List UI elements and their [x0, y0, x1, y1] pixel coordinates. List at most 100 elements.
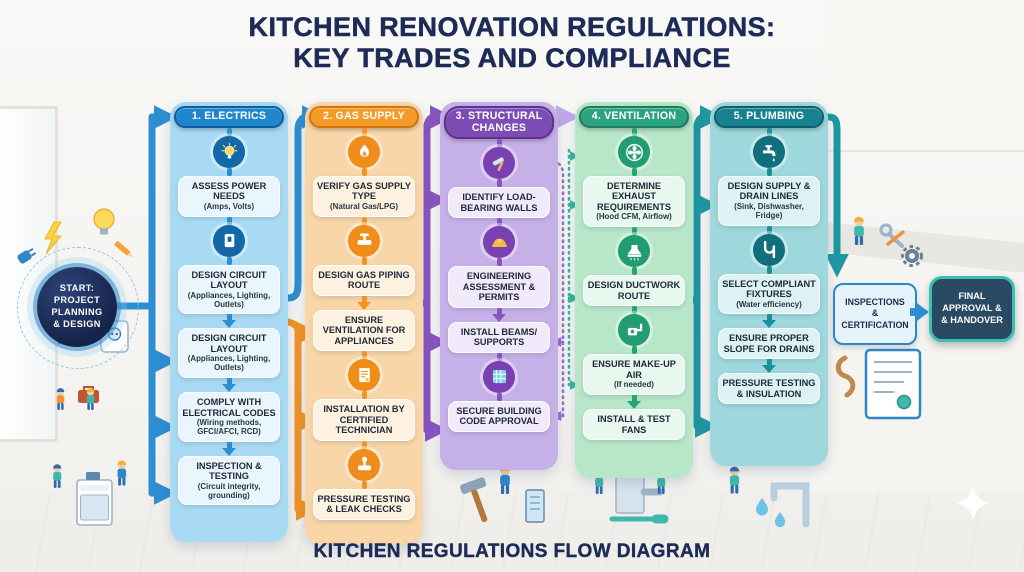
step-subtitle: (Circuit integrity, grounding)	[197, 481, 261, 500]
column-header-gas-supply: 2. GAS SUPPLY	[309, 106, 419, 128]
connector-line	[361, 256, 367, 265]
step-box: ENSURE VENTILATION FOR APPLIANCES	[313, 309, 415, 352]
gas-connectors	[284, 318, 320, 521]
start-line: PLANNING	[51, 307, 103, 317]
step-box: PRESSURE TESTING & INSULATION	[718, 373, 820, 405]
title-line-2: KEY TRADES AND COMPLIANCE	[293, 42, 731, 73]
connector-line	[766, 168, 772, 176]
structural-connectors	[419, 105, 454, 442]
connector-line	[496, 218, 502, 227]
column-header-ventilation: 4. VENTILATION	[579, 106, 689, 128]
hardhat-icon	[483, 226, 515, 259]
step-subtitle: (Sink, Dishwasher, Fridge)	[734, 201, 804, 220]
step-title: COMPLY WITH ELECTRICAL CODES	[182, 397, 276, 418]
connector-arrow	[357, 295, 371, 310]
kitchen-counter	[803, 220, 1024, 274]
step-title: DESIGN DUCTWORK ROUTE	[587, 280, 681, 301]
column-gas-supply: 2. GAS SUPPLY VERIFY GAS SUPPLY TYPE(Natu…	[305, 102, 423, 544]
step-title: VERIFY GAS SUPPLY TYPE	[317, 181, 411, 202]
step-title: DESIGN GAS PIPING ROUTE	[318, 269, 410, 291]
step-title: SECURE BUILDING CODE APPROVAL	[456, 405, 542, 427]
certificate-icon	[348, 359, 380, 392]
connector-line	[361, 440, 367, 449]
connector-line	[226, 256, 232, 265]
final-line: APPROVAL &	[942, 303, 1002, 314]
flame-icon	[348, 136, 380, 168]
switch-icon	[213, 224, 245, 257]
connector-line	[496, 139, 502, 148]
bulb-icon	[93, 208, 115, 235]
worker-illustration	[53, 464, 62, 488]
connector-line	[496, 258, 502, 267]
step-box: INSPECTION & TESTING(Circuit integrity, …	[178, 455, 280, 506]
connector-line	[226, 168, 232, 176]
connector-arrow	[762, 314, 776, 329]
step-title: ENGINEERING ASSESSMENT & PERMITS	[462, 271, 536, 303]
fan-icon	[618, 136, 650, 168]
connector-line	[631, 128, 637, 136]
step-box: ENSURE MAKE-UP AIR(If needed)	[583, 354, 685, 396]
column-ventilation: 4. VENTILATION DETERMINE EXHAUST REQUIREM…	[575, 102, 693, 478]
step-title: ENSURE MAKE-UP AIR	[592, 359, 676, 380]
pencil-icon	[114, 241, 133, 258]
step-title: INSPECTION & TESTING	[196, 460, 262, 482]
connector-arrow	[222, 314, 236, 329]
step-subtitle: (Amps, Volts)	[203, 201, 255, 211]
start-line: START:	[59, 283, 95, 294]
step-title: INSTALL & TEST FANS	[597, 414, 671, 435]
worker-illustration	[729, 466, 740, 494]
inspections-line: &	[871, 308, 879, 319]
step-title: PRESSURE TESTING & INSULATION	[722, 378, 816, 399]
step-box: ENGINEERING ASSESSMENT & PERMITS	[448, 266, 550, 308]
hood-icon	[618, 235, 650, 268]
step-title: DETERMINE EXHAUST REQUIREMENTS	[596, 181, 672, 212]
step-subtitle: (Appliances, Lighting, Outlets)	[187, 290, 271, 309]
connector-line	[766, 265, 772, 274]
worker-illustration	[86, 388, 95, 410]
connector-arrow	[492, 307, 506, 322]
step-title: ASSESS POWER NEEDS	[191, 181, 267, 202]
kitchen-upper-cabinet	[824, 0, 1024, 152]
pressure-valve-icon	[348, 448, 380, 481]
duct-icon	[618, 314, 650, 347]
connector-line	[361, 128, 367, 136]
step-subtitle: (Water efficiency)	[736, 299, 802, 309]
step-title: ENSURE VENTILATION FOR APPLIANCES	[322, 314, 406, 346]
connector-line	[766, 225, 772, 234]
step-title: SELECT COMPLIANT FIXTURES	[722, 278, 816, 300]
step-title: INSTALL BEAMS/ SUPPORTS	[460, 326, 538, 348]
start-node-ring	[17, 247, 139, 369]
step-box: COMPLY WITH ELECTRICAL CODES(Wiring meth…	[178, 392, 280, 442]
step-title: DESIGN CIRCUIT LAYOUT	[191, 269, 267, 291]
step-box: PRESSURE TESTING & LEAK CHECKS	[313, 488, 415, 520]
connector-line	[361, 168, 367, 176]
step-box: DESIGN GAS PIPING ROUTE	[313, 264, 415, 296]
hammer-icon	[483, 147, 515, 180]
diagram-caption: KITCHEN REGULATIONS FLOW DIAGRAM	[313, 541, 711, 562]
step-title: INSTALLATION BY CERTIFIED TECHNICIAN	[323, 404, 405, 436]
connector-line	[361, 216, 367, 225]
connector-line	[631, 346, 637, 355]
connector-arrow	[627, 395, 641, 410]
step-title: IDENTIFY LOAD-BEARING WALLS	[460, 192, 538, 213]
valve-icon	[348, 224, 380, 257]
connector-line	[496, 392, 502, 401]
step-box: DETERMINE EXHAUST REQUIREMENTS(Hood CFM,…	[583, 176, 685, 228]
connector-line	[631, 168, 637, 176]
inspections-line: CERTIFICATION	[841, 319, 909, 330]
step-box: VERIFY GAS SUPPLY TYPE(Natural Gas/LPG)	[313, 176, 415, 217]
connector-line	[361, 351, 367, 360]
column-header-plumbing: 5. PLUMBING	[714, 106, 824, 128]
inspections-line: INSPECTIONS	[845, 296, 905, 307]
connector-line	[496, 179, 502, 188]
step-subtitle: (Natural Gas/LPG)	[330, 201, 398, 211]
bulb-icon	[213, 136, 245, 168]
step-box: SELECT COMPLIANT FIXTURES(Water efficien…	[718, 273, 820, 315]
start-node: START: PROJECT PLANNING & DESIGN	[37, 267, 117, 347]
connector-line	[631, 306, 637, 315]
inspections-certification-box: INSPECTIONS & CERTIFICATION	[833, 283, 917, 345]
